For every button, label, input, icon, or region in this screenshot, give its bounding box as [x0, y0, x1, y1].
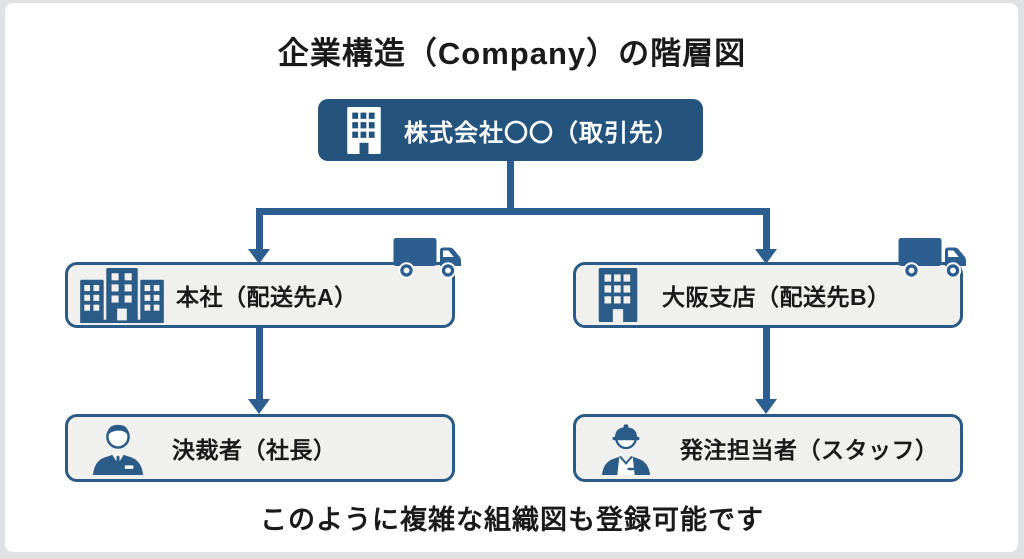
person-node-label: 発注担当者（スタッフ） [680, 437, 939, 463]
node-site-osaka-branch: 大阪支店（配送先B） [573, 262, 963, 328]
page-title: 企業構造（Company）の階層図 [277, 36, 747, 71]
office-building-icon [596, 268, 640, 322]
person-node-label: 決裁者（社長） [172, 437, 337, 463]
arrowhead-down-icon [755, 249, 777, 264]
connector-left-drop [256, 208, 263, 250]
arrowhead-down-icon [248, 249, 270, 264]
executive-person-icon [90, 421, 146, 475]
connector-right-drop [763, 208, 770, 250]
node-company-root: 株式会社〇〇（取引先） [318, 99, 703, 161]
arrowhead-down-icon [755, 399, 777, 414]
connector-horizontal-bar [256, 208, 770, 215]
worker-person-icon [598, 421, 654, 475]
office-building-icon [345, 107, 383, 154]
connector-left-branch-drop [256, 327, 263, 400]
site-node-label: 本社（配送先A） [176, 284, 358, 310]
footer-caption: このように複雑な組織図も登録可能です [260, 505, 764, 535]
delivery-truck-icon [393, 233, 463, 279]
node-site-headquarters: 本社（配送先A） [65, 262, 455, 328]
root-node-label: 株式会社〇〇（取引先） [404, 119, 679, 147]
node-person-order-staff: 発注担当者（スタッフ） [573, 414, 963, 482]
arrowhead-down-icon [248, 399, 270, 414]
node-person-approver: 決裁者（社長） [65, 414, 455, 482]
connector-right-branch-drop [763, 327, 770, 400]
connector-root-stem [507, 160, 514, 215]
site-node-label: 大阪支店（配送先B） [662, 284, 891, 310]
delivery-truck-icon [898, 233, 968, 279]
headquarters-buildings-icon [80, 268, 164, 323]
